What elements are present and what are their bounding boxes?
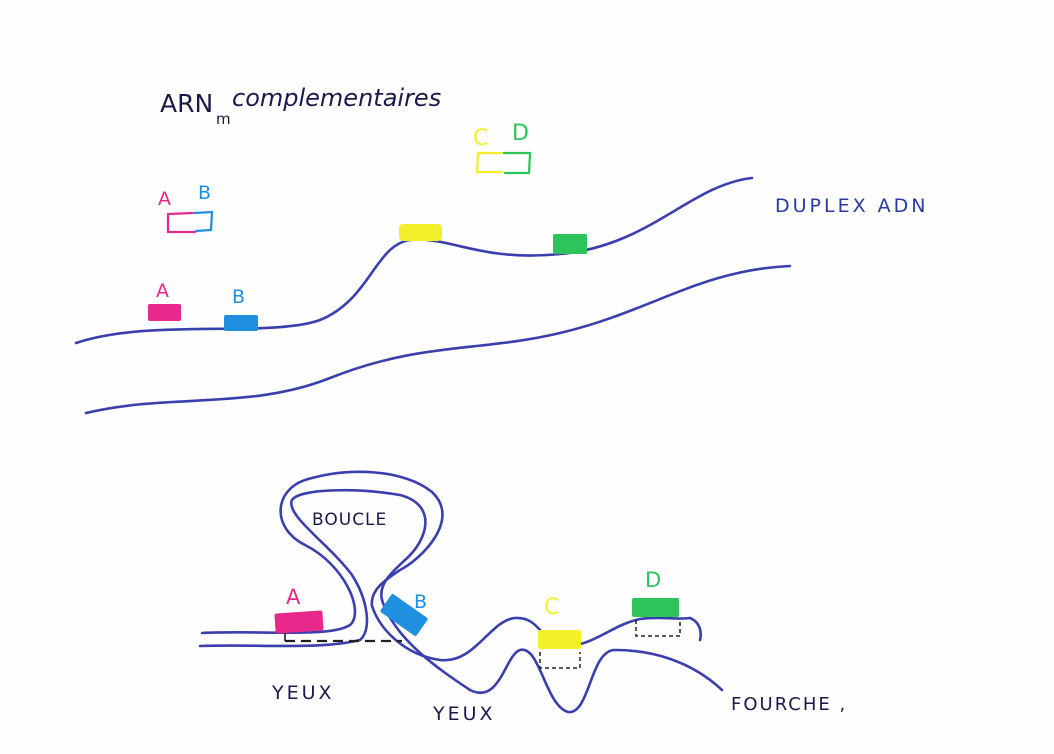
title-rest: complementaires [232, 84, 441, 112]
loop-label: BOUCLE [312, 510, 387, 530]
mrna-cd-label-d: D [512, 121, 529, 146]
fork-upper-strand [688, 616, 702, 642]
bottom-marker-d-box [632, 598, 679, 617]
bottom-marker-c-box [538, 630, 581, 649]
bottom-marker-c-dashed [539, 652, 581, 669]
mrna-cd-yellow [475, 151, 505, 174]
bottom-marker-a-label: A [286, 585, 301, 609]
title-subscript: m [216, 110, 231, 128]
mrna-cd-hairpin: C D [473, 121, 532, 175]
bottom-marker-d-label: D [645, 568, 661, 592]
mrna-cd-label-c: C [473, 126, 488, 151]
top-marker-a: A [148, 280, 181, 321]
top-marker-a-label: A [156, 280, 169, 302]
duplex-label: DUPLEX ADN [775, 195, 928, 217]
bottom-marker-a-box [274, 610, 324, 634]
fork-label: FOURCHE , [731, 694, 847, 715]
bottom-structure [198, 470, 724, 714]
top-marker-b-box [224, 315, 258, 331]
top-marker-a-box [148, 304, 181, 321]
mrna-ab-label-b: B [198, 182, 211, 204]
bottom-marker-b-label: B [414, 591, 427, 613]
top-marker-c-box [399, 224, 442, 241]
mrna-ab-label-a: A [158, 188, 171, 210]
bottom-marker-b: B [380, 591, 428, 636]
eye-label-1: YEUX [271, 682, 335, 704]
top-marker-b-label: B [232, 286, 245, 308]
top-marker-d-box [553, 234, 587, 254]
loop-inner-strand [198, 488, 427, 648]
bottom-marker-c: C [538, 595, 581, 669]
bottom-marker-c-label: C [544, 595, 559, 620]
bottom-marker-a: A [274, 585, 324, 634]
loop-outer-strand [200, 470, 444, 635]
eye-lower-strand [380, 598, 724, 714]
bottom-marker-d-dashed [635, 620, 681, 637]
eye-label-2: YEUX [432, 703, 496, 725]
mrna-ab-hairpin: A B [158, 182, 214, 234]
mrna-ab-pink [166, 211, 197, 234]
top-marker-b: B [224, 286, 258, 331]
title-base: ARN [160, 89, 213, 118]
bottom-marker-d: D [632, 568, 681, 637]
duplex-strand-lower [84, 264, 792, 415]
bottom-marker-b-box [380, 594, 428, 636]
title: ARN m complementaires [160, 84, 441, 128]
mrna-cd-green [502, 151, 532, 175]
mrna-ab-blue [192, 210, 214, 233]
